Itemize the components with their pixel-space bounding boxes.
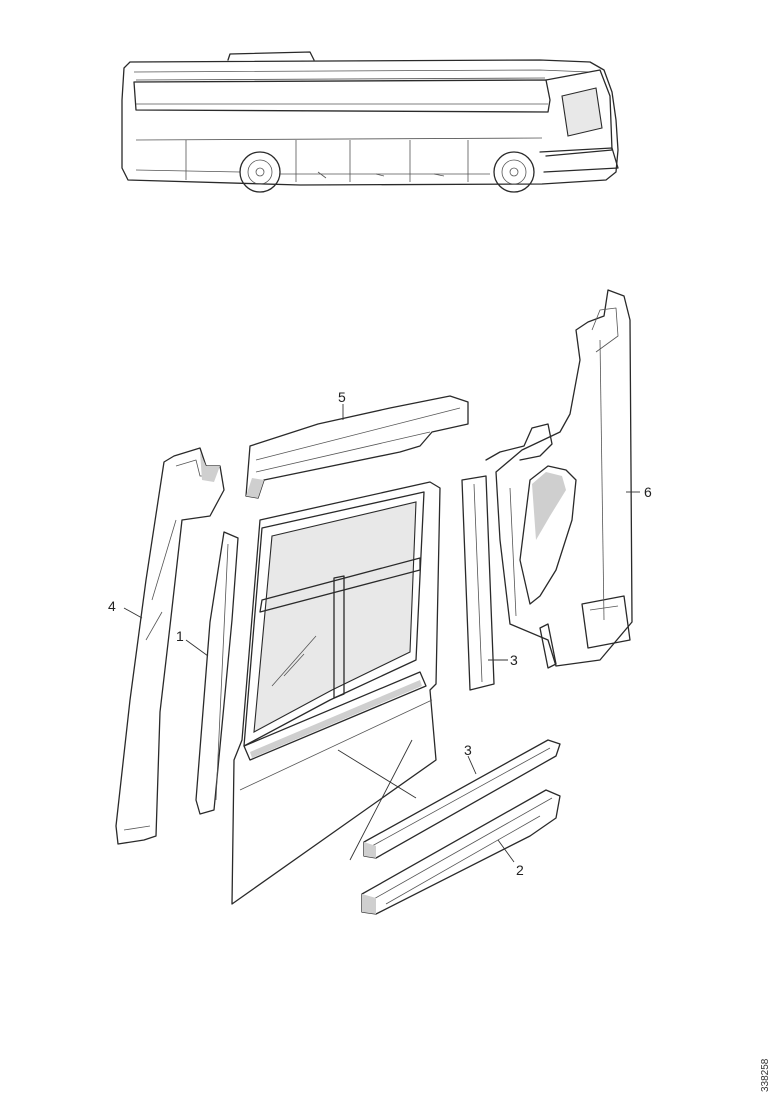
part-5-header-rail — [245, 395, 469, 499]
part-3-vertical-strip — [461, 475, 495, 691]
document-id: 338258 — [760, 1058, 771, 1092]
bus-overview — [121, 51, 619, 193]
label-part-3-lower: 3 — [464, 742, 472, 758]
part-1-strip — [195, 531, 239, 815]
label-part-5: 5 — [338, 389, 346, 405]
label-part-4: 4 — [108, 598, 116, 614]
part-6-corner-pillar — [485, 289, 633, 669]
part-2-step-profile — [361, 789, 561, 915]
label-part-1: 1 — [176, 628, 184, 644]
callouts: 4 1 5 6 3 3 2 — [108, 389, 652, 878]
label-part-3-upper: 3 — [510, 652, 518, 668]
part-3-sill-strip — [363, 739, 561, 859]
door-window-panel — [231, 481, 441, 905]
label-part-2: 2 — [516, 862, 524, 878]
part-4-pillar — [115, 447, 225, 845]
label-part-6: 6 — [644, 484, 652, 500]
